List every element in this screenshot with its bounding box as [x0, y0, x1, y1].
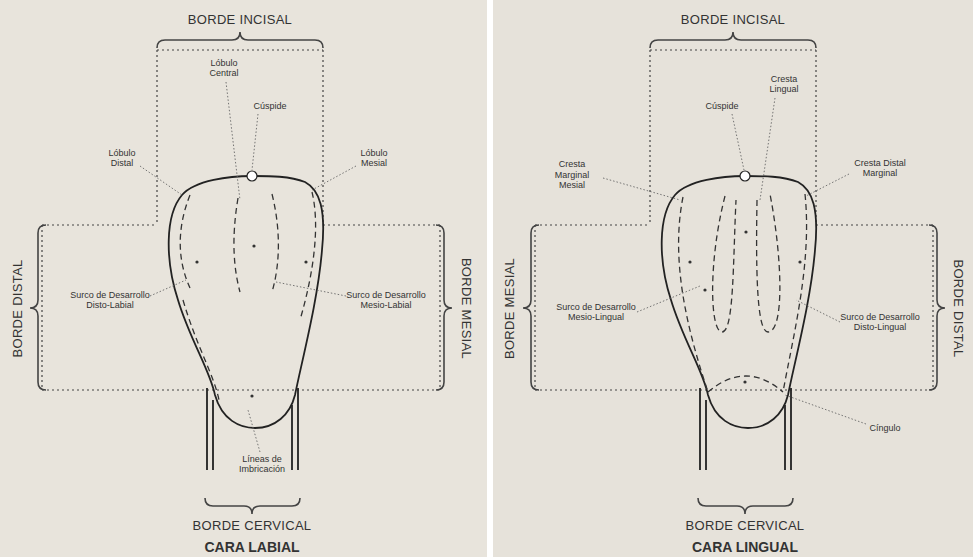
- part-label: Lóbulo Distal: [97, 148, 147, 169]
- part-label: Surco de Desarrollo Disto-Lingual: [840, 312, 920, 333]
- edge-title: BORDE MESIAL: [504, 257, 519, 358]
- part-label: Cresta Distal Marginal: [850, 158, 910, 179]
- edge-title: BORDE INCISAL: [188, 13, 292, 28]
- part-label: Cíngulo: [869, 423, 900, 433]
- edge-title: BORDE CERVICAL: [686, 519, 805, 534]
- part-label: Cúspide: [697, 101, 747, 111]
- edge-title: BORDE MESIAL: [459, 257, 474, 358]
- edge-title: BORDE CERVICAL: [193, 519, 312, 534]
- edge-title: BORDE DISTAL: [11, 259, 26, 357]
- edge-title: BORDE DISTAL: [951, 259, 966, 357]
- part-label: Lóbulo Central: [199, 58, 249, 79]
- part-label: Cúspide: [245, 101, 295, 111]
- part-label: Surco de Desarrollo Mesio-Lingual: [556, 302, 636, 323]
- view-caption: CARA LINGUAL: [692, 539, 798, 555]
- part-label: Surco de Desarrollo Mesio-Labial: [346, 290, 426, 311]
- view-caption: CARA LABIAL: [204, 539, 299, 555]
- part-label: Cresta Marginal Mesial: [542, 159, 602, 190]
- part-label: Líneas de Imbricación: [235, 454, 289, 475]
- part-label: Surco de Desarrollo Disto-Labial: [70, 290, 150, 311]
- part-label: Lóbulo Mesial: [349, 148, 399, 169]
- edge-title: BORDE INCISAL: [681, 13, 785, 28]
- part-label: Cresta Lingual: [761, 74, 807, 95]
